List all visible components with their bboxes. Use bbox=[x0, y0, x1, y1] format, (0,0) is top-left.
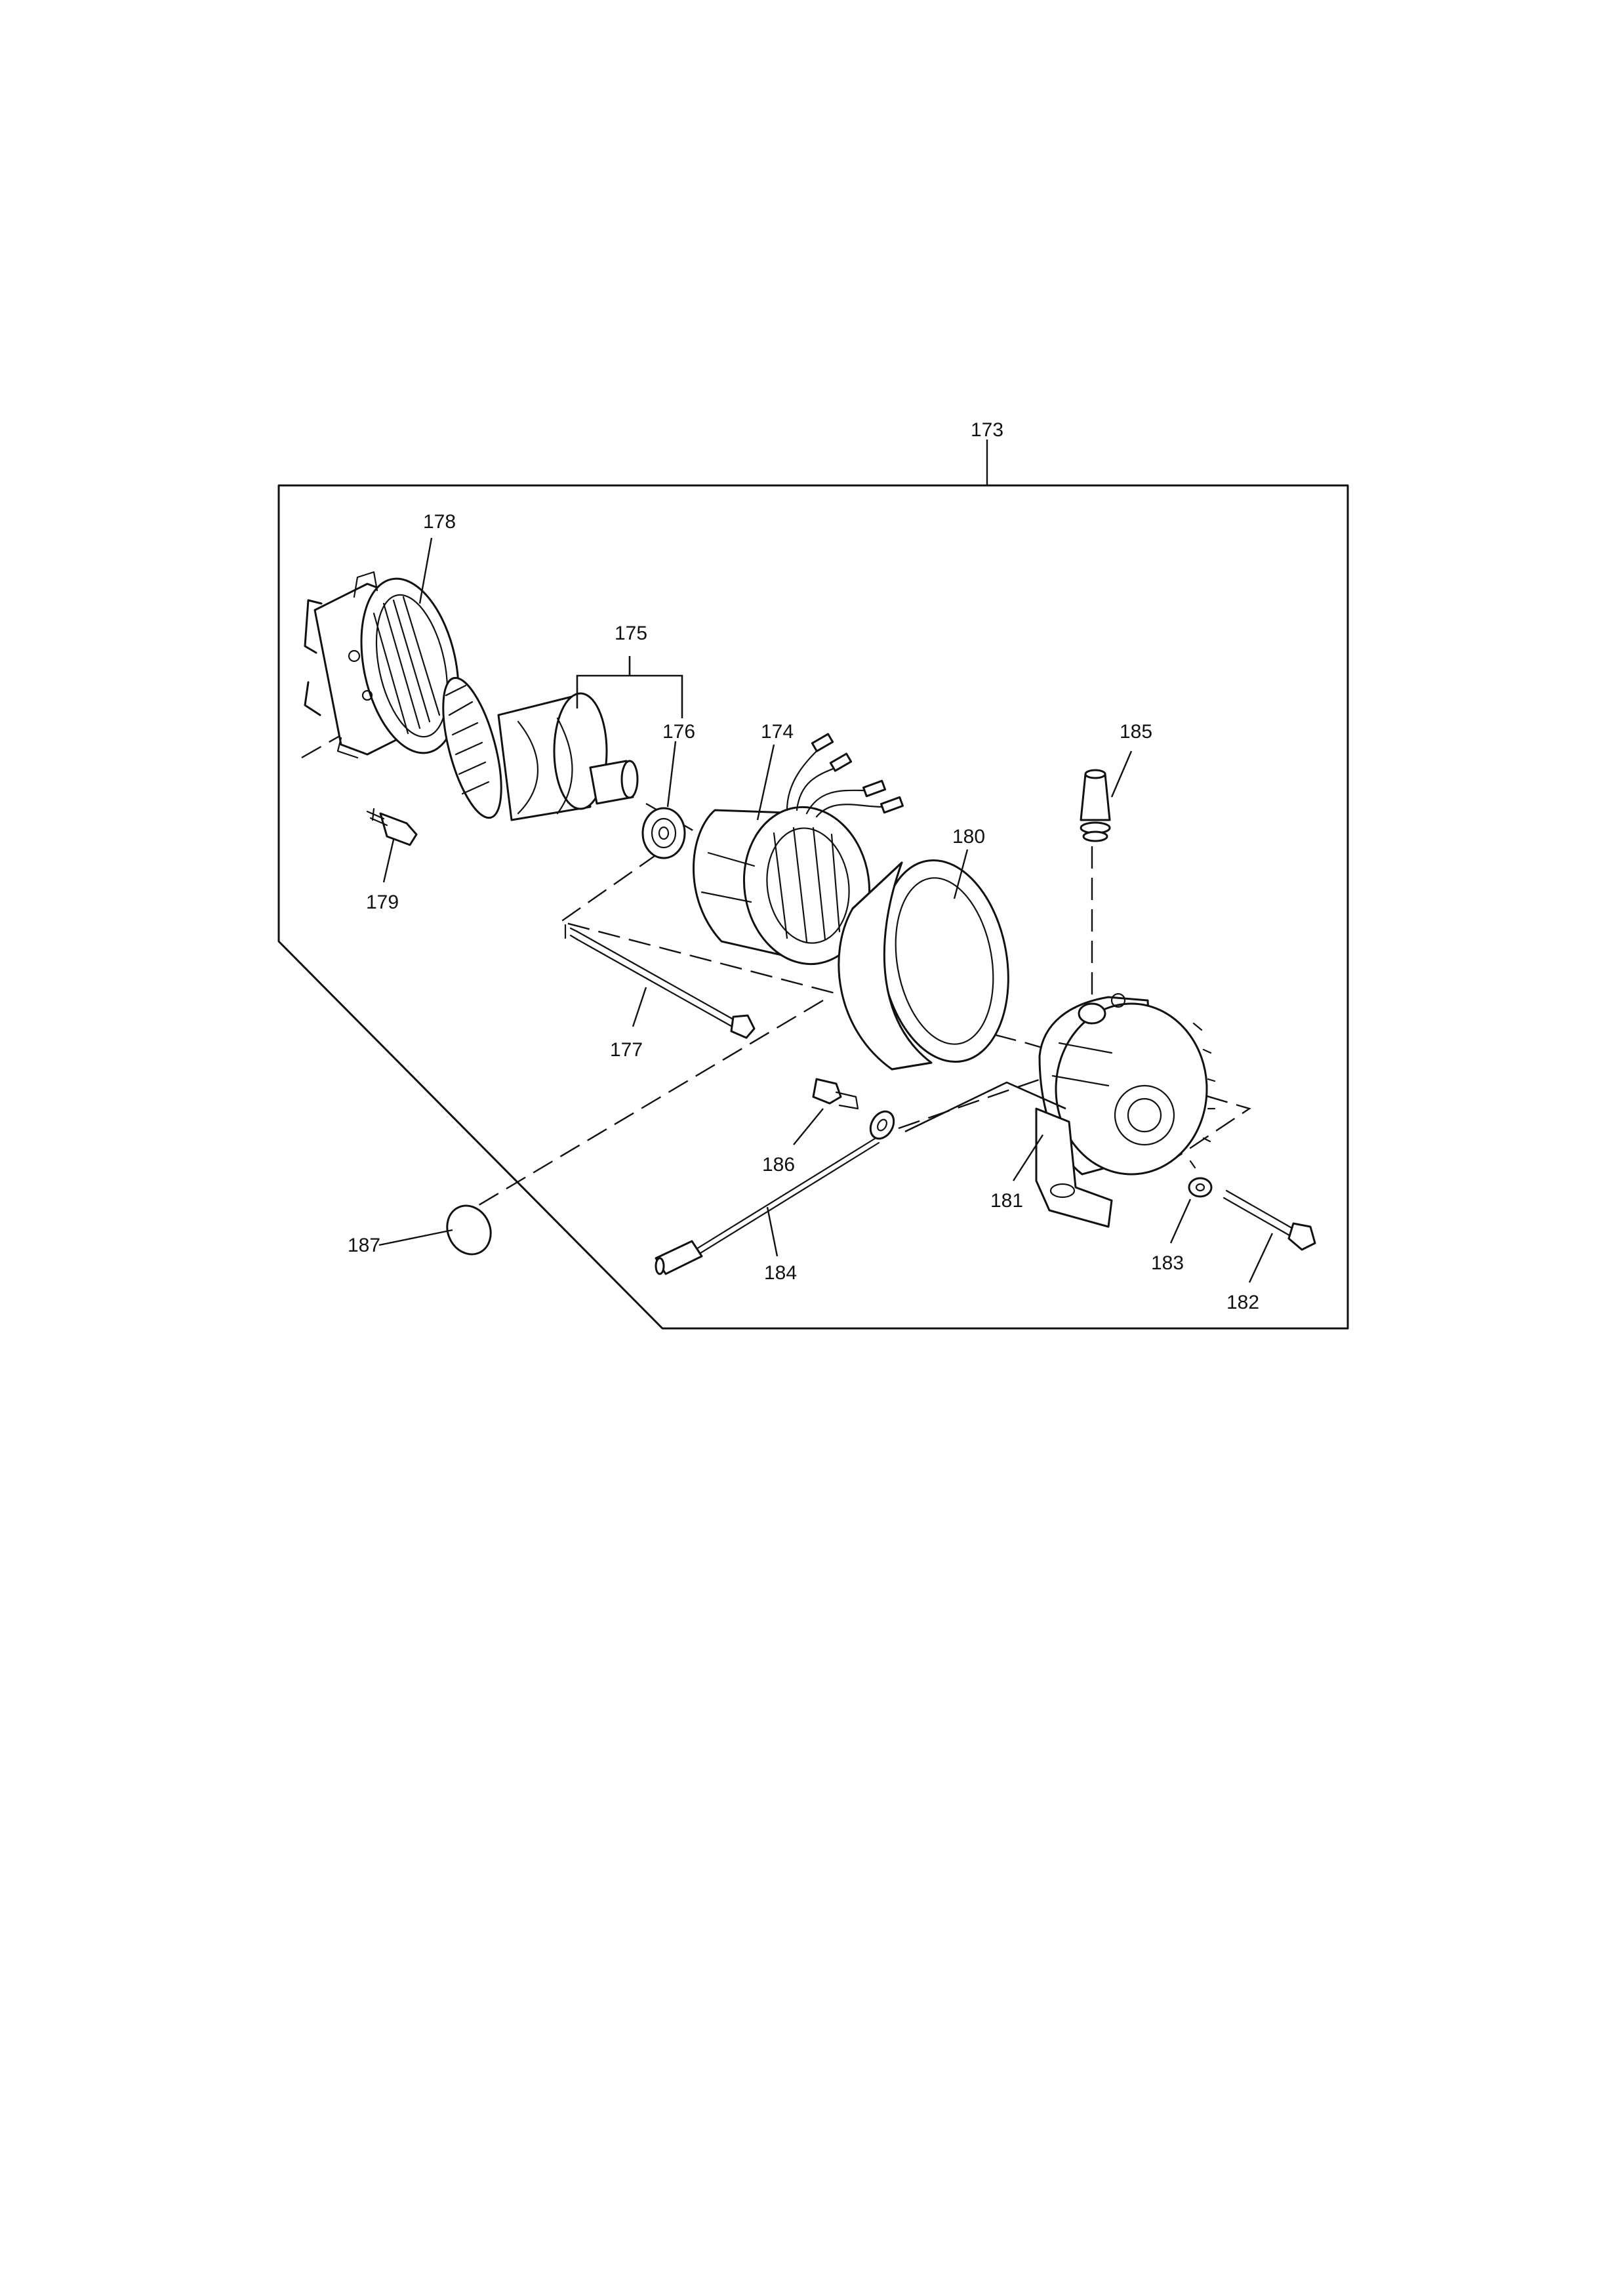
cap-187 bbox=[446, 1204, 492, 1256]
leader-183 bbox=[1169, 1199, 1192, 1244]
leader-184 bbox=[766, 1206, 779, 1257]
leader-182 bbox=[1248, 1233, 1274, 1283]
callout-183: 183 bbox=[1151, 1252, 1184, 1274]
leader-186 bbox=[793, 1108, 824, 1145]
front-cover-181 bbox=[1035, 993, 1216, 1228]
callout-182: 182 bbox=[1226, 1292, 1259, 1313]
leader-178 bbox=[418, 537, 433, 604]
rotor-175 bbox=[442, 676, 639, 821]
grommet-185 bbox=[1080, 769, 1111, 842]
callout-177: 177 bbox=[610, 1039, 643, 1061]
bearing-176 bbox=[641, 807, 686, 859]
bracket-181 bbox=[904, 1081, 1066, 1133]
through-bolt-177 bbox=[564, 924, 756, 1039]
bolt-182 bbox=[1223, 1189, 1316, 1251]
callout-181: 181 bbox=[990, 1190, 1023, 1212]
callout-173: 173 bbox=[971, 419, 1003, 441]
callout-179: 179 bbox=[366, 892, 399, 913]
callout-176: 176 bbox=[662, 721, 695, 743]
leader-176 bbox=[666, 741, 677, 808]
rear-housing-178 bbox=[304, 571, 460, 759]
callout-187: 187 bbox=[348, 1235, 380, 1256]
leader-179 bbox=[382, 839, 395, 883]
assembly-frame bbox=[277, 484, 1349, 1330]
callout-175: 175 bbox=[615, 623, 647, 644]
leader-174 bbox=[756, 744, 775, 821]
callout-178: 178 bbox=[423, 511, 456, 533]
leader-180 bbox=[953, 849, 969, 899]
leader-181 bbox=[1012, 1134, 1044, 1181]
callout-180: 180 bbox=[952, 826, 985, 848]
screw-186 bbox=[812, 1078, 859, 1110]
bracket-175 bbox=[576, 656, 683, 718]
leader-187 bbox=[378, 1229, 453, 1246]
lead-wire-184 bbox=[655, 1110, 895, 1275]
stator-174 bbox=[693, 733, 904, 966]
leader-185 bbox=[1110, 750, 1133, 798]
cover-band-180 bbox=[838, 859, 1009, 1071]
leader-177 bbox=[632, 987, 647, 1027]
callout-174: 174 bbox=[761, 721, 794, 743]
callout-185: 185 bbox=[1120, 721, 1152, 743]
callout-184: 184 bbox=[764, 1262, 797, 1284]
axis-to-endcap bbox=[475, 999, 824, 1208]
callout-186: 186 bbox=[762, 1154, 795, 1176]
washer-183 bbox=[1188, 1177, 1213, 1198]
screw-179 bbox=[366, 808, 418, 846]
